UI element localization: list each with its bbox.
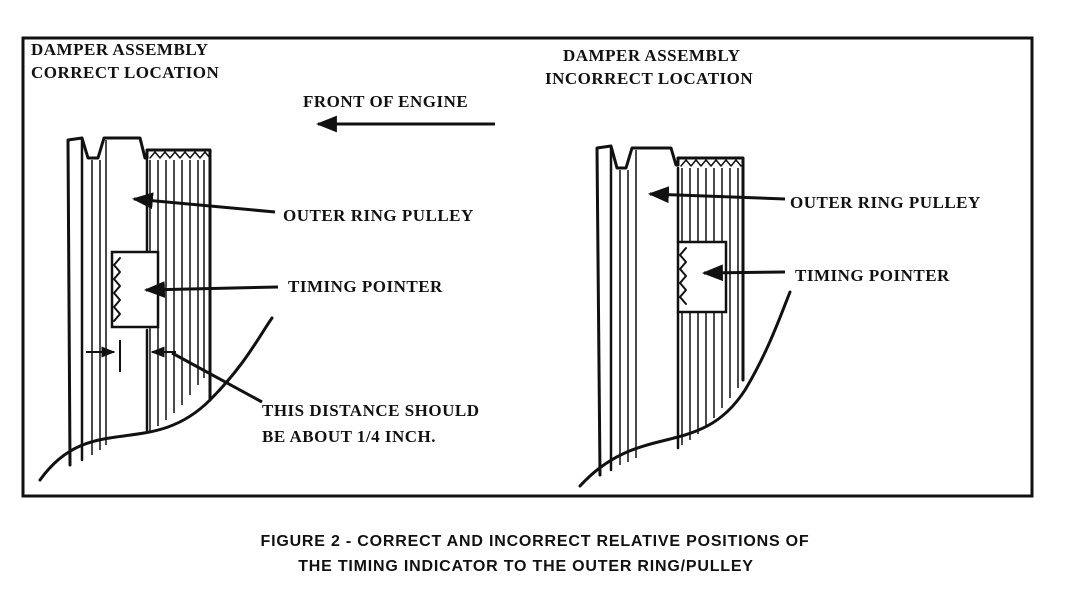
left-pulley-drawing: [38, 136, 279, 482]
distance-note-line2: BE ABOUT 1/4 INCH.: [262, 427, 436, 446]
right-panel-title-line1: DAMPER ASSEMBLY: [563, 46, 740, 65]
left-panel-title-line1: DAMPER ASSEMBLY: [31, 40, 208, 59]
figure-caption-line1: FIGURE 2 - CORRECT AND INCORRECT RELATIV…: [261, 533, 810, 550]
left-outer-ring-label: OUTER RING PULLEY: [283, 206, 474, 225]
figure-caption-line2: THE TIMING INDICATOR TO THE OUTER RING/P…: [298, 558, 754, 575]
right-outer-ring-label: OUTER RING PULLEY: [790, 193, 981, 212]
distance-note-line1: THIS DISTANCE SHOULD: [262, 401, 480, 420]
right-pulley-drawing: [578, 144, 792, 488]
right-timing-pointer-label: TIMING POINTER: [795, 266, 950, 285]
figure-frame: [21, 36, 1034, 498]
right-panel-title-line2: INCORRECT LOCATION: [545, 69, 753, 88]
front-of-engine-label: FRONT OF ENGINE: [303, 92, 468, 111]
left-panel-title-line2: CORRECT LOCATION: [31, 63, 219, 82]
left-timing-pointer-label: TIMING POINTER: [288, 277, 443, 296]
